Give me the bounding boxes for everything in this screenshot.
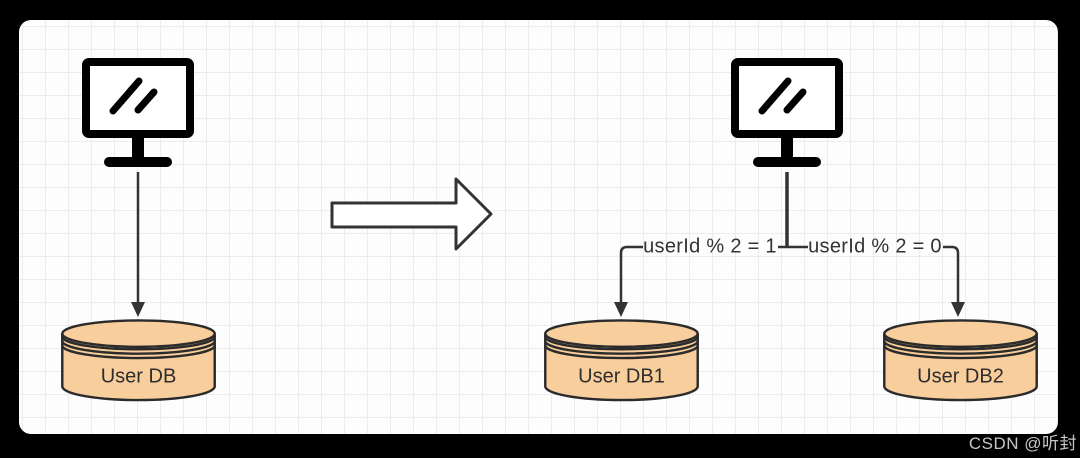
diagram-canvas: userId % 2 = 1 userId % 2 = 0 User DB U [19, 20, 1058, 434]
database-cylinder-icon [544, 319, 699, 402]
before-db-connector [131, 172, 145, 317]
arrowhead-down-icon [131, 302, 145, 317]
database-cylinder-icon [883, 319, 1038, 402]
shard1-connector [619, 245, 643, 303]
database-cylinder-icon [61, 319, 216, 402]
user-db1: User DB1 [543, 318, 700, 404]
user-db: User DB [60, 318, 217, 404]
watermark: CSDN @听封 [968, 434, 1077, 453]
user-db2-label: User DB2 [917, 365, 1004, 388]
client-monitor-icon [731, 58, 843, 167]
shard2-condition-label: userId % 2 = 0 [808, 235, 942, 258]
user-db2: User DB2 [882, 318, 1039, 404]
client-monitor-icon [82, 58, 194, 167]
arrowhead-down-icon [951, 302, 965, 317]
user-db1-label: User DB1 [578, 365, 665, 388]
arrowhead-down-icon [614, 302, 628, 317]
shard2-connector [943, 245, 960, 303]
transform-right-arrow-icon [330, 177, 493, 251]
user-db-label: User DB [100, 365, 177, 388]
shard1-condition-label: userId % 2 = 1 [643, 235, 777, 258]
